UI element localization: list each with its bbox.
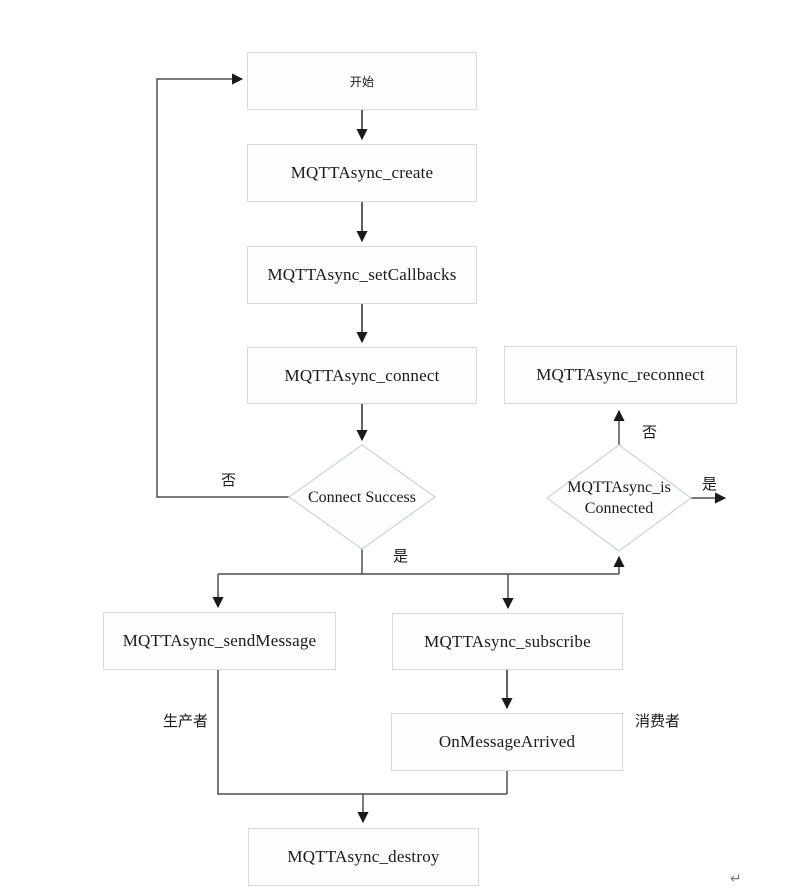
node-mqttasync-reconnect: MQTTAsync_reconnect [504, 346, 737, 404]
node-onmessage-label: OnMessageArrived [438, 732, 576, 751]
edge-sendmessage-merge [217, 670, 507, 795]
decision-is-connected-label: MQTTAsync_isConnected [567, 479, 671, 517]
edge-label-no-left: 否 [221, 473, 237, 489]
node-create-label: MQTTAsync_create [290, 163, 434, 182]
node-subscribe-label: MQTTAsync_subscribe [424, 631, 591, 651]
node-mqttasync-setcallbacks: MQTTAsync_setCallbacks [247, 246, 477, 304]
node-setcallbacks-label: MQTTAsync_setCallbacks [267, 265, 457, 284]
paragraph-return-mark: ↵ [730, 871, 742, 887]
node-mqttasync-create: MQTTAsync_create [247, 144, 477, 202]
edge-success-no-loop-to-start [156, 73, 290, 498]
node-start: 开始 [247, 52, 477, 110]
edge-label-producer: 生产者 [163, 714, 209, 730]
node-start-label: 开始 [349, 74, 375, 89]
edge-label-consumer: 消费者 [635, 714, 681, 730]
decision-is-connected [545, 444, 693, 552]
edge-label-no-up: 否 [642, 425, 658, 441]
node-onmessagearrived: OnMessageArrived [391, 713, 623, 771]
edge-label-yes-right: 是 [702, 477, 718, 493]
decision-connect-success [287, 444, 437, 550]
node-mqttasync-subscribe: MQTTAsync_subscribe [392, 613, 623, 670]
node-sendmessage-label: MQTTAsync_sendMessage [122, 631, 317, 650]
node-destroy-label: MQTTAsync_destroy [287, 847, 440, 866]
node-mqttasync-connect: MQTTAsync_connect [247, 347, 477, 404]
node-reconnect-label: MQTTAsync_reconnect [536, 365, 705, 384]
decision-connect-success-label: Connect Success [308, 489, 416, 506]
node-connect-label: MQTTAsync_connect [284, 365, 440, 385]
node-mqttasync-destroy: MQTTAsync_destroy [248, 828, 479, 886]
node-mqttasync-sendmessage: MQTTAsync_sendMessage [103, 612, 336, 670]
edge-label-yes-down: 是 [393, 549, 409, 565]
